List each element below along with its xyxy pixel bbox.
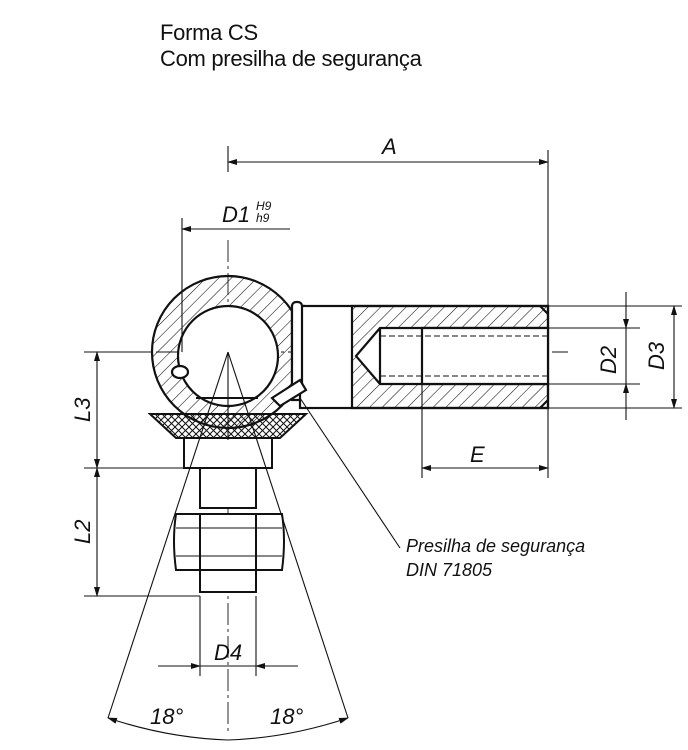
drawing-subtitle: Com presilha de segurança	[160, 46, 422, 71]
callout-standard: DIN 71805	[406, 560, 493, 580]
angle-label-left: 18°	[150, 704, 183, 729]
dim-tol-lower: h9	[256, 211, 270, 225]
callout-label: Presilha de segurança	[406, 536, 585, 556]
callout-leader	[299, 397, 401, 549]
dim-label-E: E	[470, 442, 485, 467]
dim-label-L3: L3	[70, 397, 95, 422]
dim-label-D2: D2	[596, 346, 621, 374]
housing-body	[298, 304, 550, 410]
dim-label-D4: D4	[214, 640, 242, 665]
angle-label-right: 18°	[270, 704, 303, 729]
dimension-lines	[84, 146, 682, 676]
dim-label-D3: D3	[644, 341, 669, 370]
dim-tol-upper: H9	[256, 199, 272, 213]
stud	[173, 437, 285, 593]
dim-label-A: A	[380, 134, 397, 159]
dim-label-L2: L2	[70, 520, 95, 544]
safety-clip	[270, 300, 308, 408]
angle-lines	[107, 351, 349, 741]
drawing-title-form: Forma CS	[160, 20, 258, 45]
dim-label-D1: D1	[222, 202, 250, 227]
